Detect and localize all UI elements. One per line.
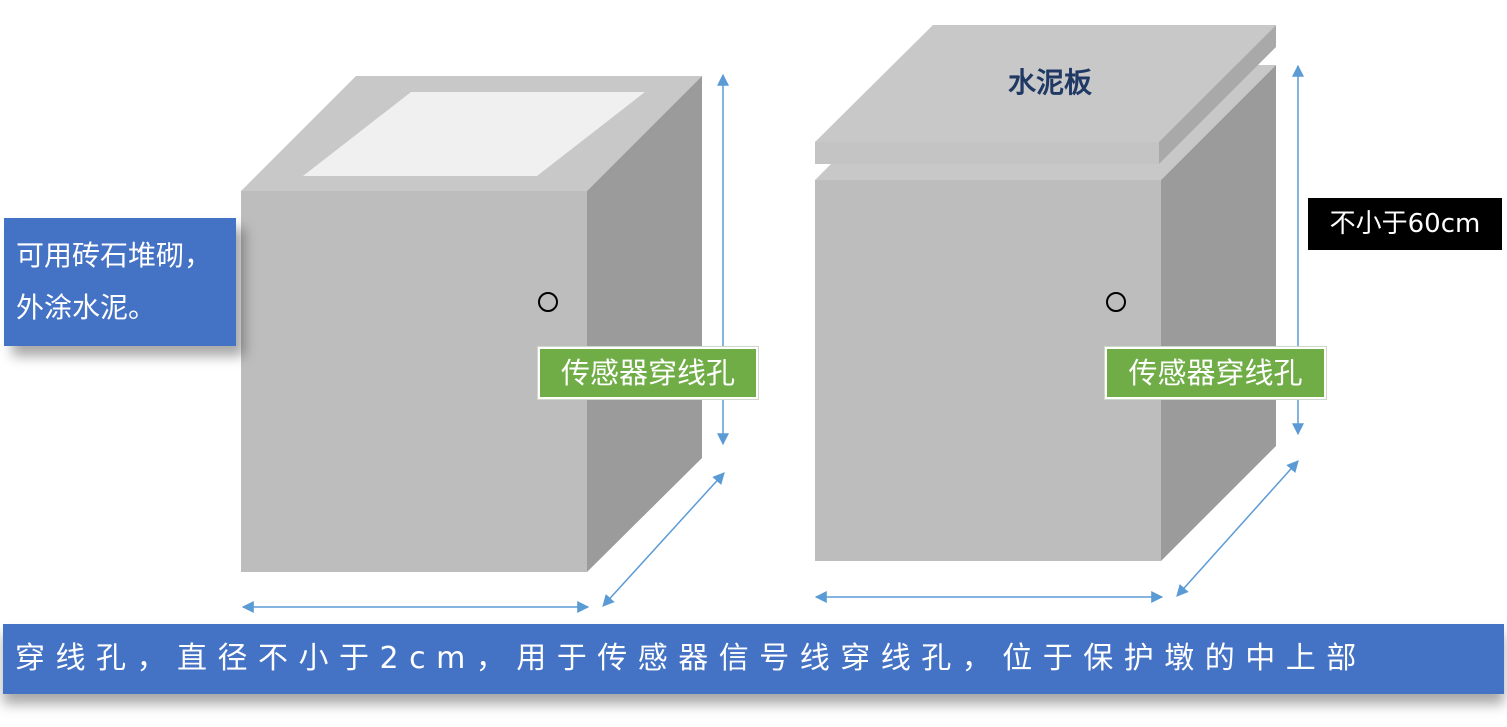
sensor-hole-label-left: 传感器穿线孔	[537, 346, 759, 400]
material-note: 可用砖石堆砌， 外涂水泥。	[4, 218, 236, 346]
open-box-front	[241, 191, 587, 572]
cement-slab-label: 水泥板	[1008, 66, 1092, 99]
wire-hole-icon	[538, 292, 558, 312]
cement-slab-front	[815, 142, 1159, 164]
cement-slab: 水泥板	[815, 25, 1276, 164]
hole-description-bar: 穿线孔，直径不小于2cm，用于传感器信号线穿线孔，位于保护墩的中上部	[3, 624, 1504, 694]
covered-box-front	[815, 180, 1161, 561]
open-box-opening	[303, 92, 645, 176]
material-note-line-2: 外涂水泥。	[16, 291, 157, 324]
right-depth-dimension	[1176, 460, 1299, 597]
wire-hole-icon	[1106, 292, 1126, 312]
sensor-hole-label-right: 传感器穿线孔	[1104, 346, 1327, 400]
material-note-line-1: 可用砖石堆砌，	[16, 239, 213, 272]
cement-slab-top	[815, 25, 1276, 142]
min-height-label: 不小于60cm	[1308, 198, 1502, 250]
open-box	[241, 76, 702, 572]
covered-box-side	[1161, 65, 1276, 561]
left-depth-dimension	[602, 472, 725, 607]
cement-slab-side	[1159, 25, 1276, 164]
open-box-side	[587, 76, 702, 572]
